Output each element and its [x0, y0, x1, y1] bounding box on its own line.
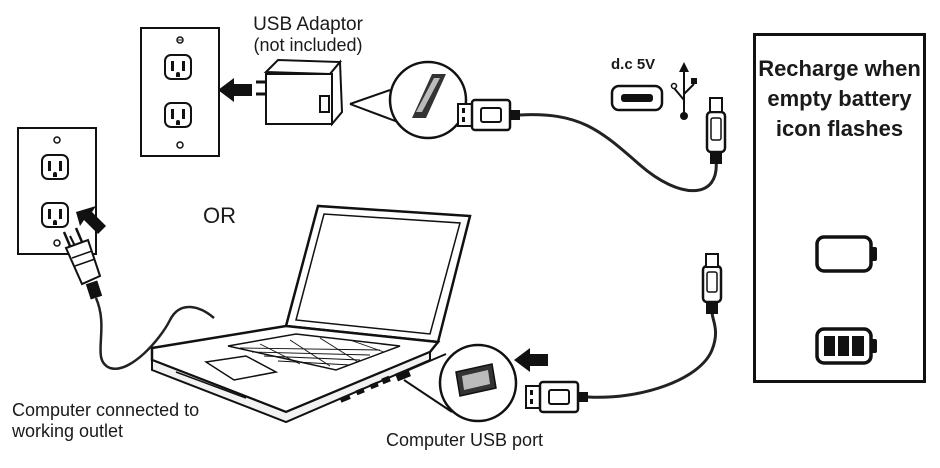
wall-outlet-lower [17, 127, 97, 255]
power-plug [62, 227, 215, 370]
usb-adaptor-label: USB Adaptor [253, 14, 363, 35]
zoom-circle-usb-port [403, 343, 518, 423]
computer-connected-label: Computer connected to working outlet [12, 400, 200, 441]
usb-adaptor-icon [256, 58, 344, 127]
laptop-icon [150, 204, 472, 424]
usb-cable-lower [525, 253, 723, 414]
usb-symbol-icon [670, 62, 697, 120]
battery-empty-icon [815, 235, 877, 273]
wall-outlet-upper [140, 27, 220, 157]
recharge-instruction: Recharge when empty battery icon flashes [758, 56, 921, 141]
not-included-label: (not included) [253, 35, 363, 55]
micro-usb-port-icon [610, 84, 664, 112]
arrow-left-icon [218, 78, 252, 102]
arrow-up-left-icon [76, 206, 106, 234]
recharge-info-box: Recharge when empty battery icon flashes [753, 33, 926, 383]
arrow-left-icon-lower [514, 348, 548, 372]
zoom-circle-adaptor [349, 60, 468, 140]
usb-cable-upper [457, 97, 727, 193]
or-label: OR [203, 203, 236, 228]
computer-usb-port-label: Computer USB port [386, 430, 544, 450]
battery-full-icon [815, 327, 877, 365]
dc-voltage-label: d.c 5V [611, 56, 656, 73]
